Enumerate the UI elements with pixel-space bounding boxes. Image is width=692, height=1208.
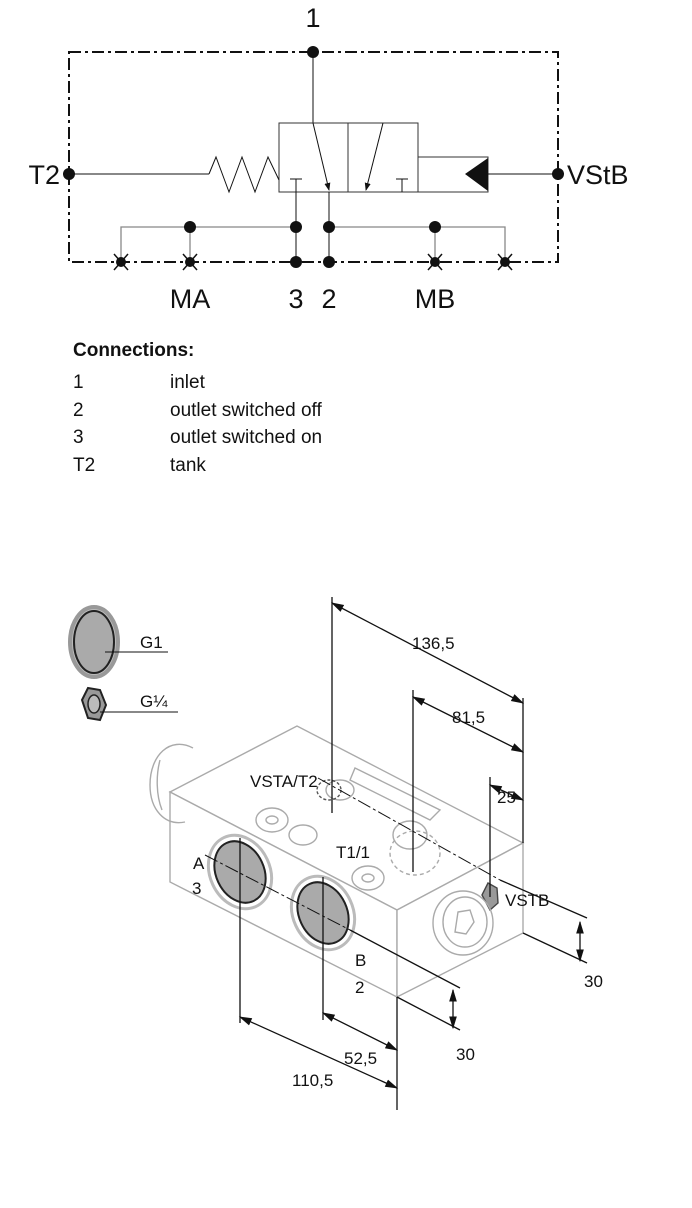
g14-label: G¼ bbox=[140, 692, 168, 711]
connection-port: 3 bbox=[73, 427, 84, 448]
pilot-triangle-icon bbox=[465, 158, 488, 191]
port-vsta-t2-label: VSTA/T2 bbox=[250, 772, 318, 791]
port-ma-label: MA bbox=[170, 284, 211, 314]
schematic-diagram: 1 T2 VStB MA 3 2 MB bbox=[28, 3, 629, 314]
g14-port-legend: G¼ bbox=[80, 686, 178, 722]
port-a-label: A bbox=[193, 854, 205, 873]
port-a-icon bbox=[206, 833, 274, 911]
port-b-number: 2 bbox=[355, 978, 364, 997]
connection-port: 1 bbox=[73, 372, 84, 393]
connection-row: 2 outlet switched off bbox=[73, 400, 322, 428]
dim-30-right: 30 bbox=[584, 972, 603, 991]
connection-row: 1 inlet bbox=[73, 372, 322, 400]
dim-52-5: 52,5 bbox=[344, 1049, 377, 1068]
port-t2-label: T2 bbox=[28, 160, 60, 190]
port-mb-label: MB bbox=[415, 284, 456, 314]
port-a-number: 3 bbox=[192, 879, 201, 898]
port-t1-1-label: T1/1 bbox=[336, 843, 370, 862]
g1-label: G1 bbox=[140, 633, 163, 652]
spring-icon bbox=[208, 155, 280, 194]
port-2-label: 2 bbox=[321, 284, 336, 314]
port-3-label: 3 bbox=[288, 284, 303, 314]
dim-110-5: 110,5 bbox=[292, 1071, 333, 1090]
connection-port: 2 bbox=[73, 399, 84, 421]
port-vstb-label: VStB bbox=[567, 160, 629, 190]
connections-legend: Connections: 1 inlet 2 outlet switched off… bbox=[73, 340, 322, 482]
connection-port: T2 bbox=[73, 454, 96, 476]
connection-desc: inlet bbox=[170, 372, 205, 393]
valve-envelope-right bbox=[347, 122, 419, 193]
dim-30-front: 30 bbox=[456, 1045, 475, 1064]
port-vstb-label-drawing: VSTB bbox=[505, 891, 549, 910]
valve-boundary bbox=[68, 51, 559, 263]
valve-envelope-left bbox=[278, 122, 349, 193]
port-1-label: 1 bbox=[305, 3, 320, 33]
dim-81-5: 81,5 bbox=[452, 708, 485, 727]
port-b-label: B bbox=[355, 951, 366, 970]
connection-desc: outlet switched on bbox=[170, 427, 323, 448]
connection-desc: tank bbox=[170, 454, 206, 476]
connections-title: Connections: bbox=[73, 340, 195, 361]
connection-row: T2 tank bbox=[73, 455, 322, 483]
dim-136-5: 136,5 bbox=[412, 634, 455, 653]
g1-port-legend: G1 bbox=[68, 605, 168, 679]
connection-row: 3 outlet switched on bbox=[73, 427, 322, 455]
dim-25: 25 bbox=[497, 788, 516, 807]
valve-block bbox=[149, 725, 525, 999]
port-b-icon bbox=[289, 874, 357, 952]
dimension-lines bbox=[238, 597, 588, 1110]
connection-desc: outlet switched off bbox=[170, 399, 322, 421]
